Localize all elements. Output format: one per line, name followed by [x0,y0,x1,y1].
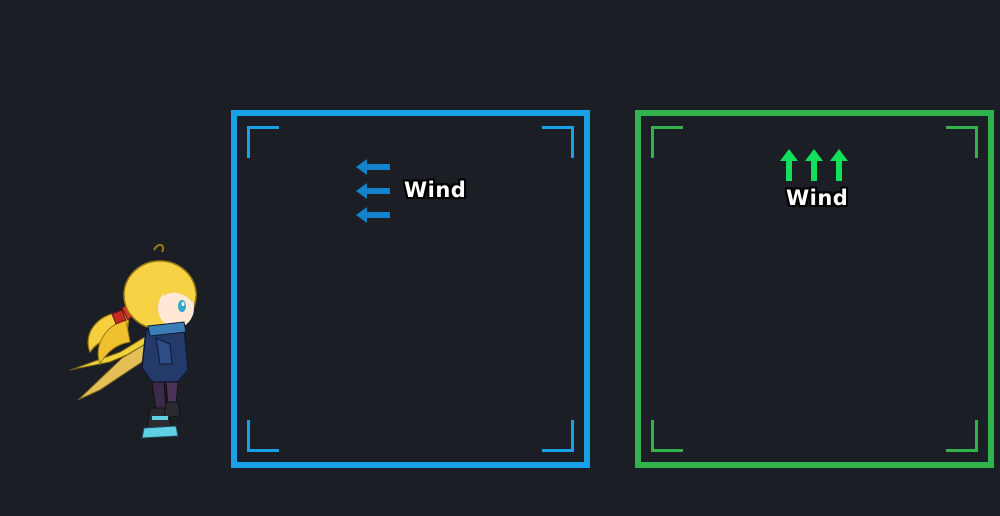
arrow-left-icon [356,207,390,223]
corner-bracket-top-right [946,126,978,158]
player-character [69,244,197,439]
corner-bracket-bottom-right [946,420,978,452]
corner-bracket-bottom-left [651,420,683,452]
corner-bracket-top-left [247,126,279,158]
corner-bracket-bottom-left [247,420,279,452]
wind-zone-up [635,110,994,468]
wind-arrows-left-icon [356,159,390,223]
corner-bracket-top-left [651,126,683,158]
corner-bracket-top-right [542,126,574,158]
wind-label-left: Wind [404,178,467,202]
arrow-up-icon [805,149,823,181]
wind-label-up: Wind [786,186,849,210]
arrow-up-icon [830,149,848,181]
arrow-up-icon [780,149,798,181]
corner-bracket-bottom-right [542,420,574,452]
wind-zone-left [231,110,590,468]
arrow-left-icon [356,159,390,175]
wind-arrows-up-icon [780,149,848,181]
arrow-left-icon [356,183,390,199]
